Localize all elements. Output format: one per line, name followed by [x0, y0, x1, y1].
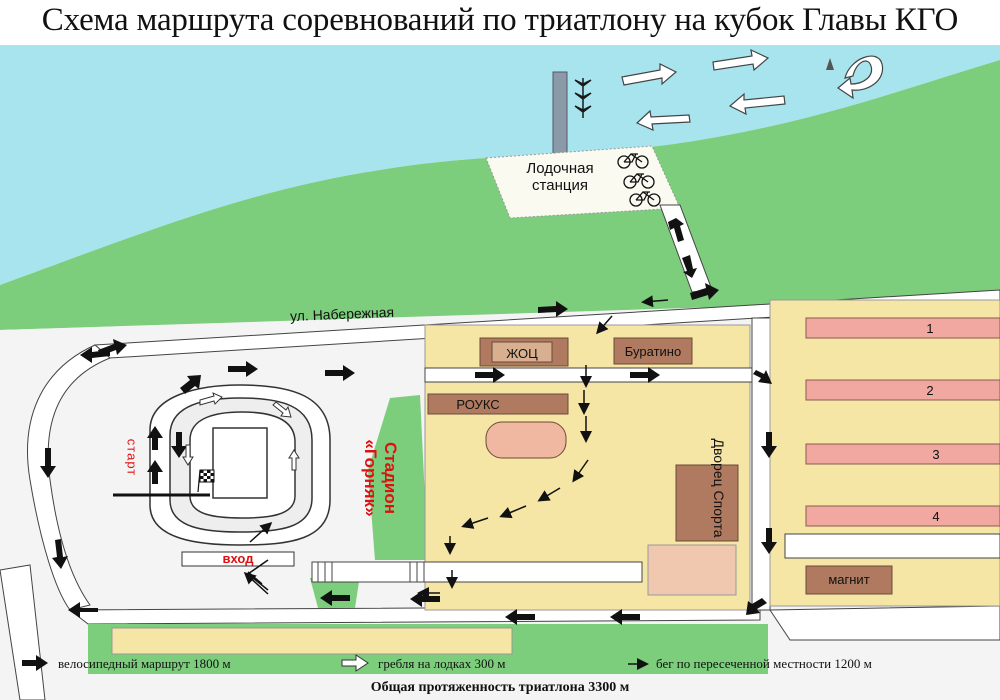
block-1	[805, 317, 1000, 339]
magnit-label: магнит	[828, 572, 870, 587]
rouks-building	[427, 393, 569, 415]
stadium-label-line2: «Горняк»	[361, 439, 380, 517]
magnit-building	[805, 565, 893, 595]
legend-boat-text: гребля на лодках 300 м	[378, 656, 506, 671]
palace-label: Дворец Спорта	[711, 438, 727, 538]
legend-bike-text: велосипедный маршрут 1800 м	[58, 656, 231, 671]
block-4	[805, 505, 1000, 527]
block-2-label: 2	[926, 383, 934, 398]
map-title: Схема маршрута соревнований по триатлону…	[41, 2, 959, 38]
block-3	[805, 443, 1000, 465]
block-1-label: 1	[926, 321, 934, 336]
legend-boat-icon	[341, 654, 369, 672]
legend-bike-icon	[22, 655, 48, 671]
bike-route	[40, 218, 777, 625]
buratino-building	[613, 337, 693, 365]
buoy	[826, 58, 834, 70]
rouks-label: РОУКС	[456, 397, 500, 412]
pier	[552, 71, 568, 155]
stadium-field	[212, 427, 268, 499]
boat-route	[621, 48, 884, 131]
start-label: старт	[124, 438, 140, 477]
round-court	[485, 421, 567, 459]
entry-box	[181, 551, 295, 567]
run-route	[247, 295, 669, 599]
buratino-label: Буратино	[624, 344, 682, 359]
boat-station-area	[485, 145, 681, 219]
bicycle-icon	[617, 153, 661, 207]
boat-station-label: Лодочная станция	[500, 160, 620, 194]
stadium-gornyak	[113, 384, 331, 546]
boat-station-line1: Лодочная	[526, 160, 594, 177]
legend-run-text: бег по пересеченной местности 1200 м	[656, 656, 872, 671]
stadium-label: Стадион «Горняк»	[360, 378, 400, 578]
block-2	[805, 379, 1000, 401]
stadium-label-line1: Стадион	[381, 442, 400, 514]
legend-total-text: Общая протяженность триатлона 3300 м	[370, 680, 630, 695]
zhots-label: ЖОЦ	[506, 346, 538, 361]
riverbank-grass	[0, 60, 1000, 330]
palace-building	[675, 464, 739, 542]
entry-label: вход	[222, 551, 254, 566]
trees	[574, 78, 592, 118]
block-3-label: 3	[932, 447, 940, 462]
boat-station-line2: станция	[532, 177, 588, 194]
block-4-label: 4	[932, 509, 940, 524]
